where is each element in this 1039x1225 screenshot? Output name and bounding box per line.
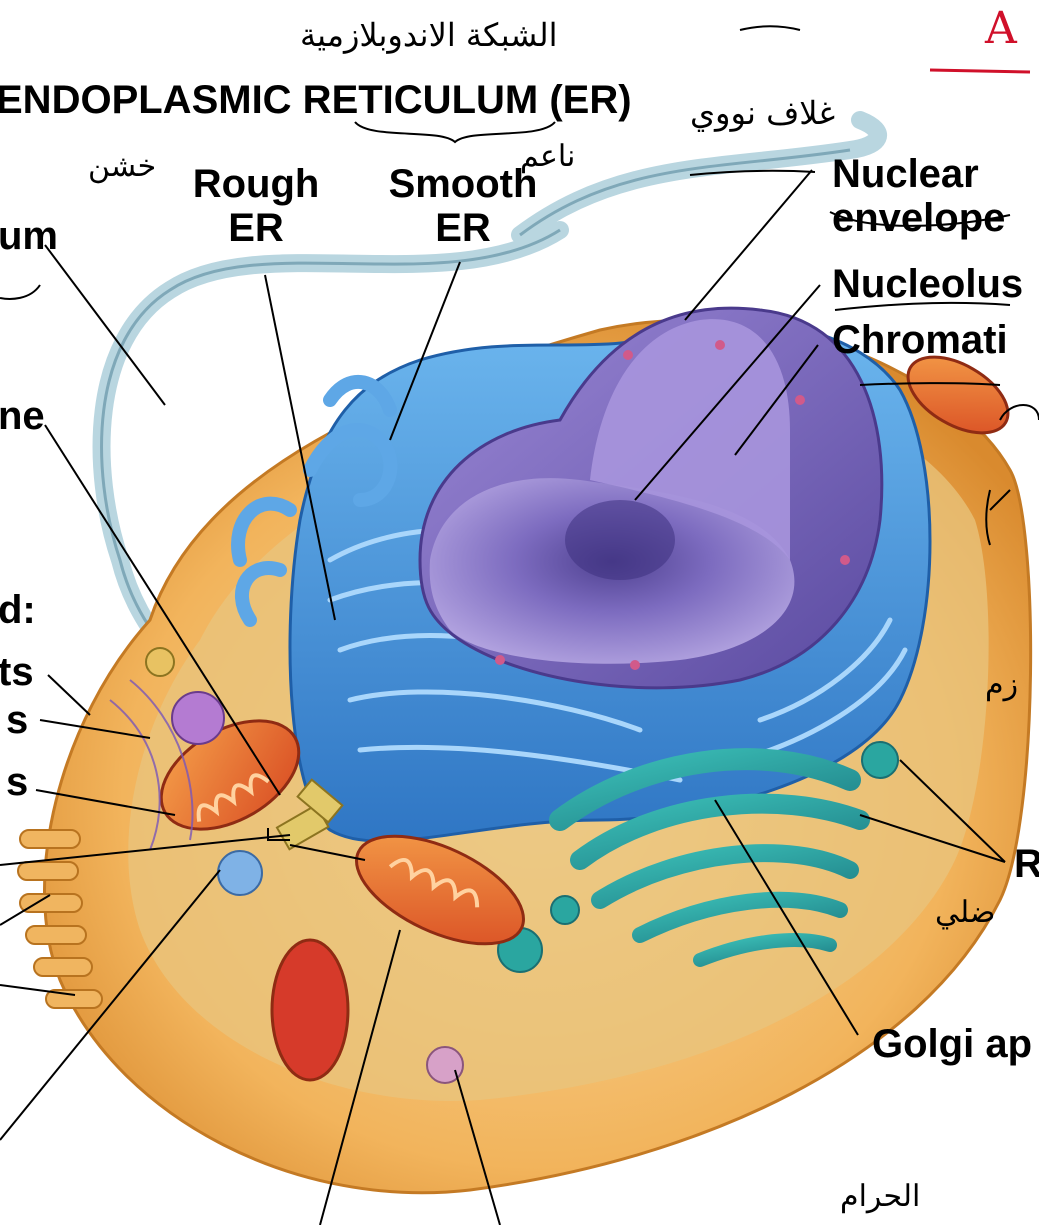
label-cytoskeleton-fragment: d: bbox=[0, 588, 36, 632]
label-chromatin: Chromati bbox=[832, 318, 1008, 362]
peroxisome bbox=[218, 851, 262, 895]
red-pen-strokes bbox=[930, 70, 1030, 72]
label-ribosomes-fragment: R bbox=[1014, 842, 1039, 886]
handwritten-rough-note: خشن bbox=[88, 150, 156, 184]
label-flagellum-fragment: um bbox=[0, 214, 58, 258]
label-smooth-er: Smooth ER bbox=[368, 162, 558, 250]
label-nuclear-envelope: Nuclear envelope bbox=[832, 152, 1005, 240]
label-centrosome-fragment: ne bbox=[0, 394, 45, 438]
nucleolus bbox=[565, 500, 675, 580]
label-rough-er: Rough ER bbox=[176, 162, 336, 250]
label-rough-er-line1: Rough bbox=[176, 162, 336, 206]
label-nuclear-envelope-line2: envelope bbox=[832, 196, 1005, 240]
label-smooth-er-line2: ER bbox=[368, 206, 558, 250]
label-microfilaments-fragment: ts bbox=[0, 650, 34, 694]
label-intermediate-filaments-fragment: s bbox=[6, 698, 28, 742]
handwritten-smooth-note: ناعم bbox=[520, 140, 575, 174]
handwritten-right-note-2: ضلي bbox=[935, 896, 995, 930]
label-rough-er-line2: ER bbox=[176, 206, 336, 250]
handwritten-red-letter: A bbox=[985, 12, 1017, 46]
handwritten-title-arabic: الشبكة الاندوبلازمية bbox=[300, 18, 558, 52]
label-microtubules-fragment: s bbox=[6, 760, 28, 804]
diagram-title: ENDOPLASMIC RETICULUM (ER) bbox=[0, 78, 632, 122]
label-nuclear-envelope-line1: Nuclear bbox=[832, 152, 1005, 196]
handwritten-nuclear-note: غلاف نووي bbox=[690, 96, 835, 130]
handwritten-bottom-note: الحرام bbox=[840, 1180, 920, 1214]
label-nucleolus: Nucleolus bbox=[832, 262, 1023, 306]
label-golgi-apparatus: Golgi ap bbox=[872, 1022, 1032, 1066]
handwritten-right-note-1: زم bbox=[985, 668, 1018, 702]
lysosome bbox=[172, 692, 224, 744]
